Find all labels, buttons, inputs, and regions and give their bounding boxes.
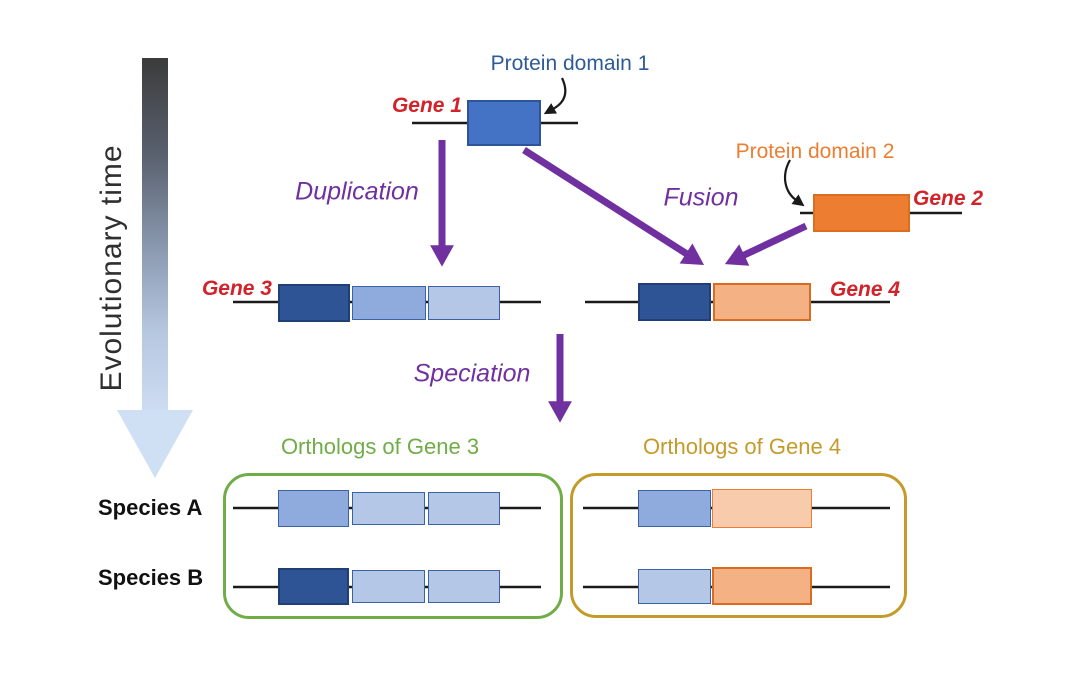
fusion-label: Fusion [663,183,739,212]
speciesA-gene4-domain-box-1 [638,490,711,527]
fusion-arrow-from-gene2 [724,222,808,266]
speciesB-gene3-domain-box-2 [352,570,425,603]
protein-domain1-pointer-arrow [543,77,567,115]
speciesB-gene4-domain-box-1 [638,569,711,604]
fusion-arrow-from-gene1 [522,147,705,265]
speciation-label: Speciation [413,359,531,388]
gene2-label: Gene 2 [913,187,984,210]
evolutionary-time-label: Evolutionary time [95,144,128,392]
evolutionary-time-arrow-head [117,410,193,478]
duplication-label: Duplication [295,177,419,206]
gene3-label: Gene 3 [201,277,272,300]
speciesB-gene4-domain-box-2 [712,567,812,605]
orthologs-gene4-heading: Orthologs of Gene 4 [642,434,842,459]
orthologs-gene3-heading: Orthologs of Gene 3 [280,434,480,459]
gene3-domain-box-2 [352,286,426,320]
speciesA-gene3-domain-box-3 [428,492,500,525]
orthologs-gene3-group-box [223,473,563,619]
gene2-domain2-box [813,194,910,232]
speciesA-gene3-domain-box-2 [352,492,425,525]
orthologs-gene4-group-box [570,473,907,618]
gene1-label: Gene 1 [391,94,462,117]
speciesA-gene3-domain-box-1 [278,490,349,527]
speciesB-gene3-domain-box-3 [428,570,500,603]
gene3-domain-box-3 [428,286,500,320]
species-a-label: Species A [98,495,203,520]
species-b-label: Species B [98,565,204,590]
speciesA-gene4-domain-box-2 [712,489,812,528]
gene4-domain-box-1 [638,283,711,321]
gene4-domain-box-2 [713,283,811,321]
gene4-label: Gene 4 [830,278,901,301]
speciesB-gene3-domain-box-1 [278,568,349,605]
protein-domain2-pointer-arrow [783,159,805,207]
gene1-domain1-box [467,100,541,146]
evolutionary-time-arrow-shaft [142,58,168,410]
protein-domain2-label: Protein domain 2 [735,140,895,163]
gene3-domain-box-1 [278,284,350,322]
protein-domain1-label: Protein domain 1 [490,52,650,75]
